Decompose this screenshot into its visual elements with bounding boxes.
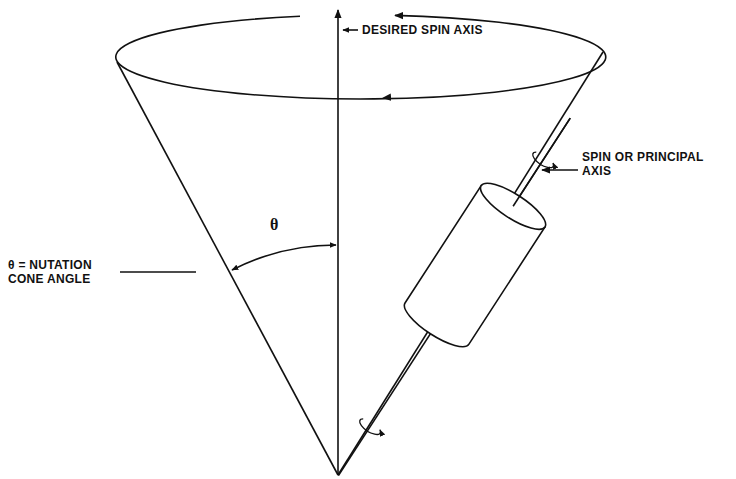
- angle-symbol: θ: [270, 216, 290, 234]
- axis-label: DESIRED SPIN AXIS: [362, 23, 532, 37]
- axis-label: SPIN OR PRINCIPAL AXIS: [582, 150, 720, 178]
- leader-line: [343, 29, 358, 31]
- angle-label: θ = NUTATION CONE ANGLE: [8, 258, 120, 286]
- cone-side: [117, 62, 338, 475]
- leader-line: [120, 271, 196, 273]
- spinning-body: [307, 98, 603, 479]
- leader-line: [542, 169, 578, 171]
- rim-arrow: [383, 83, 470, 98]
- cone-side: [338, 52, 603, 475]
- angle-arc: [232, 245, 336, 270]
- desired-axis: [337, 10, 339, 475]
- cone-rim: [116, 15, 606, 99]
